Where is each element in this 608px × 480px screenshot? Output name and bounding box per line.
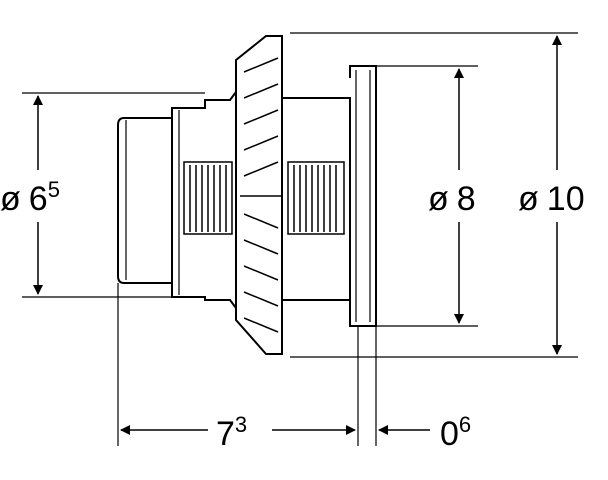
dimension-lines: [33, 35, 562, 435]
flange: [349, 65, 377, 327]
inlet-cap: [117, 117, 173, 284]
nut-ribs: [240, 57, 282, 333]
flange-thickness-label: 06: [440, 412, 471, 453]
body-length-label: 73: [216, 412, 247, 453]
thread-left: [183, 161, 233, 235]
ribbed-nut: [235, 35, 283, 355]
part-outline: [117, 35, 377, 355]
threaded-shaft: [281, 97, 351, 301]
extension-lines: [22, 32, 578, 446]
thread-right: [287, 161, 345, 235]
